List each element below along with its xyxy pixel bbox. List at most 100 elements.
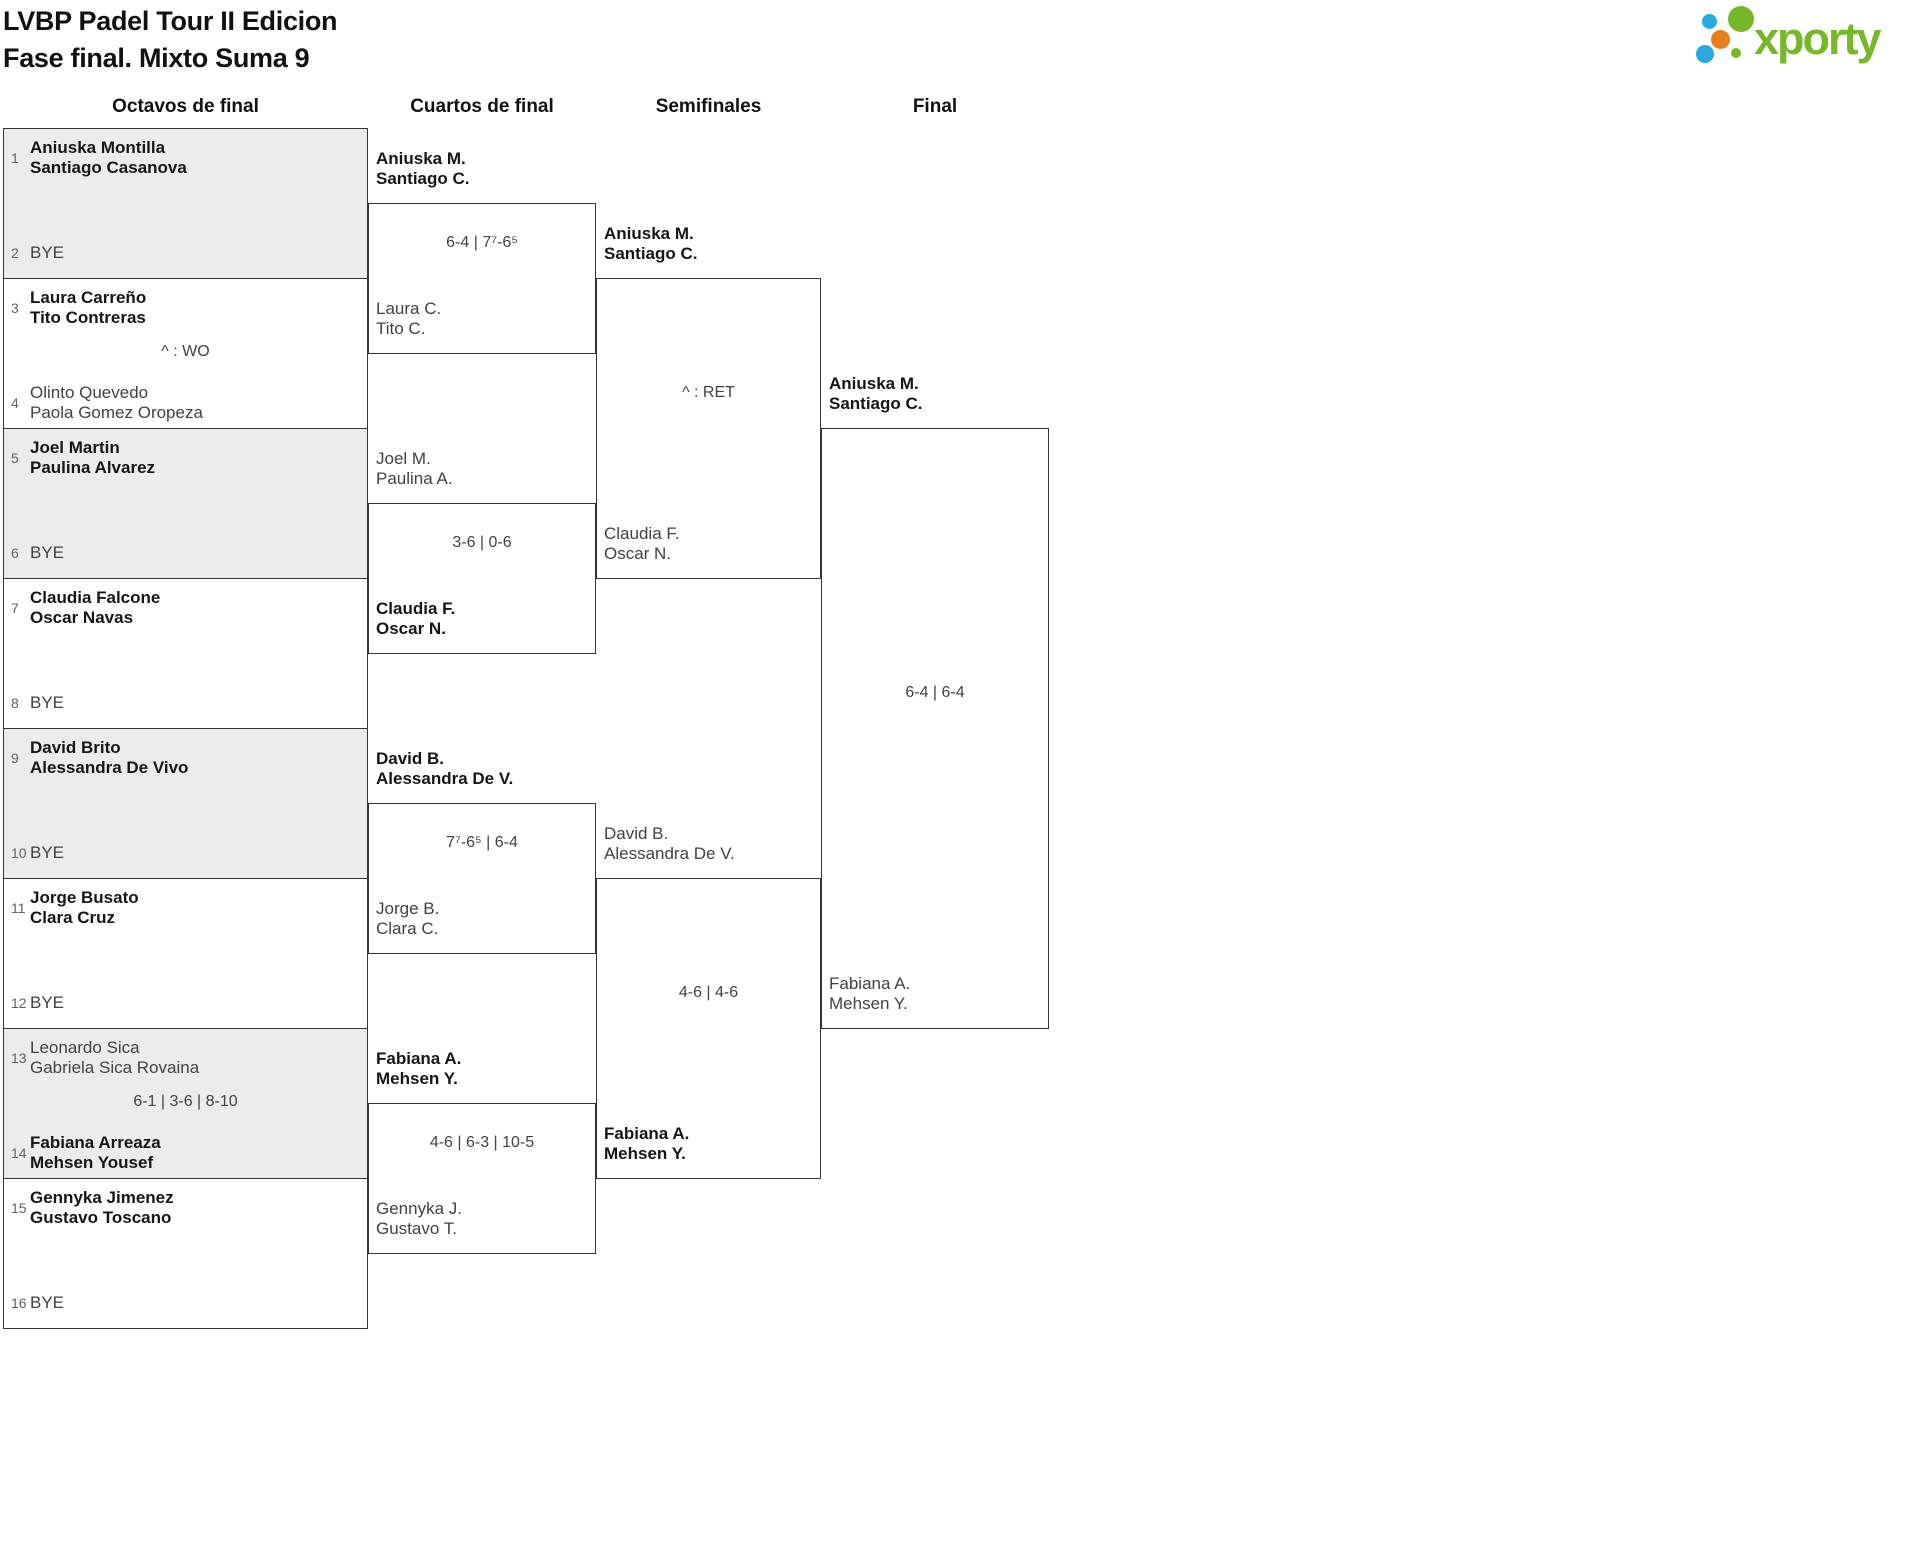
sf-m1-team-top: Aniuska M.Santiago C. [604, 224, 698, 263]
match-score [4, 192, 367, 212]
match-score: 6-1 | 3-6 | 8-10 [133, 1093, 238, 1110]
seed-number: 1 [11, 150, 19, 166]
logo-dot-blue-top [1702, 14, 1717, 29]
team-names: BYE [30, 543, 65, 562]
logo-dot-green-large [1728, 6, 1754, 32]
sf-m2-score: 4-6 | 4-6 [678, 984, 739, 1001]
qf-m1-team-bottom: Laura C.Tito C. [376, 299, 442, 338]
qf-match-2-box [368, 503, 596, 654]
final-team-top: Aniuska M.Santiago C. [829, 374, 923, 413]
logo-dot-green-small [1731, 48, 1741, 58]
r16-m5-team-bottom: 10 BYE [4, 843, 367, 863]
qf-m2-score: 3-6 | 0-6 [452, 534, 512, 551]
logo-dot-orange [1711, 30, 1730, 49]
seed-number: 10 [11, 845, 27, 861]
round-header-octavos: Octavos de final [112, 96, 259, 117]
phase-name: Fase final. Mixto Suma 9 [3, 43, 310, 73]
team-names: BYE [30, 843, 65, 862]
seed-number: 12 [11, 995, 27, 1011]
round-header-final: Final [912, 96, 958, 117]
qf-m3-team-bottom: Jorge B.Clara C. [376, 899, 440, 938]
seed-number: 7 [11, 600, 19, 616]
page-title: LVBP Padel Tour II Edicion Fase final. M… [3, 3, 338, 77]
match-score [4, 942, 367, 962]
qf-m1-score: 6-4 | 7⁷-6⁵ [446, 234, 518, 251]
sf-match-2-box [596, 878, 821, 1179]
r16-m3-team-bottom: 6 BYE [4, 543, 367, 563]
seed-number: 8 [11, 695, 19, 711]
seed-number: 4 [11, 395, 19, 411]
seed-number: 15 [11, 1200, 27, 1216]
sf-m1-score: ^ : RET [682, 384, 735, 401]
qf-match-4-box [368, 1103, 596, 1254]
team-names: BYE [30, 693, 65, 712]
r16-m6-team-bottom: 12 BYE [4, 993, 367, 1013]
match-score [4, 792, 367, 812]
r16-m1-team-bottom: 2 BYE [4, 243, 367, 263]
qf-m4-score: 4-6 | 6-3 | 10-5 [429, 1134, 535, 1151]
match-score [4, 1242, 367, 1262]
team-names: BYE [30, 1293, 65, 1312]
round-header-semifinales: Semifinales [655, 96, 762, 117]
final-match-box [821, 428, 1049, 1029]
qf-m2-team-top: Joel M.Paulina A. [376, 449, 453, 488]
seed-number: 13 [11, 1050, 27, 1066]
qf-match-1-box [368, 203, 596, 354]
sf-m2-team-top: David B.Alessandra De V. [604, 824, 735, 863]
round-header-cuartos: Cuartos de final [410, 96, 554, 117]
sf-match-1-box [596, 278, 821, 579]
match-score [4, 492, 367, 512]
qf-m2-team-bottom: Claudia F.Oscar N. [376, 599, 456, 638]
r16-m4-team-bottom: 8 BYE [4, 693, 367, 713]
seed-number: 14 [11, 1145, 27, 1161]
sf-m1-team-bottom: Claudia F.Oscar N. [604, 524, 680, 563]
seed-number: 2 [11, 245, 19, 261]
match-score: ^ : WO [161, 343, 210, 360]
team-names: BYE [30, 243, 65, 262]
seed-number: 6 [11, 545, 19, 561]
logo-wordmark: xporty [1754, 13, 1882, 64]
qf-m3-team-top: David B.Alessandra De V. [376, 749, 514, 788]
sf-m2-team-bottom: Fabiana A.Mehsen Y. [604, 1124, 690, 1163]
final-team-bottom: Fabiana A.Mehsen Y. [829, 974, 911, 1013]
team-names: BYE [30, 993, 65, 1012]
seed-number: 3 [11, 300, 19, 316]
qf-m4-team-top: Fabiana A.Mehsen Y. [376, 1049, 462, 1088]
logo-dot-blue-bottom [1696, 45, 1714, 63]
tournament-name: LVBP Padel Tour II Edicion [3, 6, 338, 36]
seed-number: 5 [11, 450, 19, 466]
seed-number: 9 [11, 750, 19, 766]
qf-m4-team-bottom: Gennyka J.Gustavo T. [376, 1199, 462, 1238]
final-score: 6-4 | 6-4 [905, 684, 965, 701]
qf-m3-score: 7⁷-6⁵ | 6-4 [446, 834, 518, 851]
r16-m8-team-bottom: 16 BYE [4, 1293, 367, 1313]
qf-match-3-box [368, 803, 596, 954]
